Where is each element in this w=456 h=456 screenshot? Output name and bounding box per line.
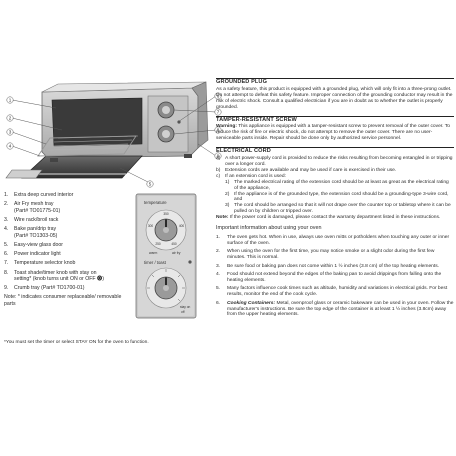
- temperature-tick-label: 300: [148, 224, 154, 228]
- cord-c-sub-item: 3)The cord should be arranged so that it…: [225, 203, 451, 215]
- cord-c-sub-item: 2)If the appliance is of the grounded ty…: [225, 191, 449, 203]
- callout-4: 4: [6, 142, 14, 150]
- callout-1: 1: [6, 96, 14, 104]
- important-item: 4.Food should not extend beyond the edge…: [216, 271, 442, 283]
- important-item: 3.Be sure food or baking pan does not co…: [216, 263, 440, 269]
- callout-3: 3: [6, 128, 14, 136]
- warm-label: warm: [149, 251, 157, 255]
- cord-c-sub-item: 1)The marked electrical rating of the ex…: [225, 179, 449, 191]
- callout-5: 5: [146, 180, 154, 188]
- off-label: off: [181, 310, 185, 314]
- temperature-tick-label: 250: [155, 242, 161, 246]
- svg-text:9: 9: [217, 154, 220, 159]
- tamper-screw-body: This appliance is equipped with a tamper…: [216, 124, 450, 142]
- callout-8: 8: [214, 126, 222, 134]
- parts-note: Note: * indicates consumer replaceable/ …: [4, 294, 122, 308]
- svg-text:5: 5: [149, 182, 152, 187]
- cord-note-body: If the power cord is damaged, please con…: [228, 215, 441, 221]
- cord-c-sublist: 1)The marked electrical rating of the ex…: [216, 180, 454, 215]
- svg-text:8: 8: [217, 128, 220, 133]
- temperature-tick-label: 450: [171, 242, 177, 246]
- part-item: 4.Bake pan/drip tray(Part# TO1303-05): [4, 226, 58, 239]
- important-item: 5.Many factors influence cook times such…: [216, 286, 448, 298]
- cord-item-a: a)A short power-supply cord is provided …: [216, 156, 453, 167]
- callout-7: 7: [214, 108, 222, 116]
- part-item: 7.Temperature selector knob: [4, 260, 76, 267]
- cord-item-b: b)Extension cords are available and may …: [216, 167, 397, 173]
- part-item: 6.Power indicator light: [4, 251, 61, 258]
- parts-list: 1.Extra deep curved interior 2.Air Fry me…: [4, 192, 124, 308]
- air-fry-label: air fry: [172, 251, 181, 255]
- part-item: 9.Crumb tray (Part# TO1700-01): [4, 285, 85, 292]
- svg-text:6: 6: [217, 94, 220, 99]
- svg-text:3: 3: [9, 130, 12, 135]
- important-info-heading: Important information about using your o…: [216, 225, 322, 232]
- part-item: 1.Extra deep curved interior: [4, 192, 74, 198]
- callout-2: 2: [6, 114, 14, 122]
- cord-note-label: Note:: [216, 215, 229, 221]
- cord-item-c: c)If an extension cord is used:: [216, 173, 286, 179]
- temperature-tick-label: 350: [163, 212, 169, 216]
- part-item: 2.Air Fry mesh tray(Part# TO01775-01): [4, 201, 61, 214]
- grounded-plug-text: As a safety feature, this product is equ…: [216, 86, 453, 110]
- power-indicator-light: [188, 260, 192, 264]
- warning-label: Warning:: [216, 124, 238, 130]
- important-item: 6.Cooking Containers: Metal, ovenproof g…: [216, 300, 454, 318]
- svg-text:7: 7: [217, 110, 220, 115]
- tamper-screw-text: Warning: This appliance is equipped with…: [216, 124, 454, 142]
- grounded-plug-heading: GROUNDED PLUG: [216, 78, 454, 86]
- temperature-tick-label: 400: [179, 224, 185, 228]
- toaster-oven-illustration: 1 2 3 4 5 6 7 8 9: [5, 81, 222, 188]
- part-item: 3.Wire rack/broil rack: [4, 216, 59, 223]
- electrical-cord-heading: ELECTRICAL CORD: [216, 147, 454, 155]
- temperature-label: temperature: [144, 200, 167, 205]
- svg-text:4: 4: [9, 144, 12, 149]
- callout-6: 6: [214, 92, 222, 100]
- svg-text:2: 2: [9, 116, 12, 121]
- stay-on-footnote: *You must set the timer or select STAY O…: [4, 340, 149, 345]
- important-info-list: 1.The oven gets hot. When in use, always…: [216, 235, 454, 318]
- svg-text:1: 1: [9, 98, 12, 103]
- tamper-screw-heading: TAMPER-RESISTANT SCREW: [216, 115, 454, 124]
- callout-9: 9: [214, 152, 222, 160]
- important-item: 1.The oven gets hot. When in use, always…: [216, 234, 450, 246]
- important-item: 2.When using the oven for the first time…: [216, 249, 435, 261]
- cord-note: Note: If the power cord is damaged, plea…: [216, 215, 454, 221]
- timer-toast-label: timer / toast: [144, 260, 167, 265]
- control-panel-illustration: temperature 250 300 350 400 450 warm air fry…: [135, 193, 197, 319]
- part-item: 5.Easy-view glass door: [4, 241, 64, 248]
- safety-instructions: GROUNDED PLUG As a safety feature, this …: [216, 78, 454, 321]
- stay-on-label: stay on: [180, 305, 191, 309]
